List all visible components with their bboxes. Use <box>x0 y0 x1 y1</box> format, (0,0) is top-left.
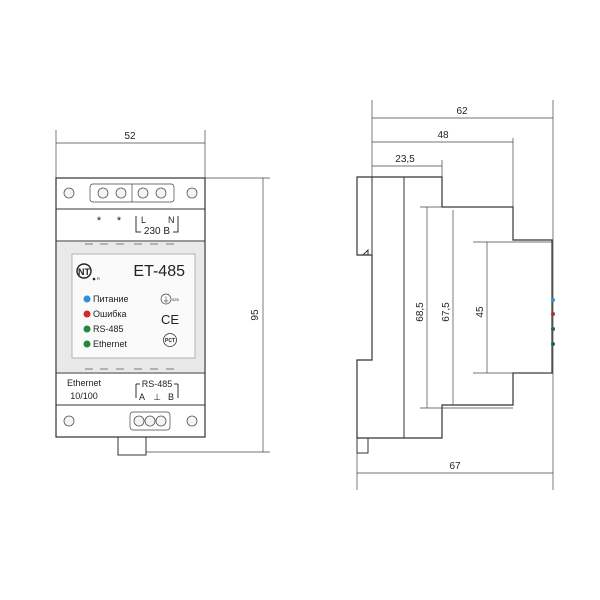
mount-screw-icon <box>63 187 75 199</box>
led-rs485 <box>83 325 91 333</box>
label-ethernet: Ethernet <box>67 378 102 388</box>
led-label: Питание <box>93 294 129 304</box>
led-ethernet <box>83 340 91 348</box>
svg-text:⏚: ⏚ <box>163 296 170 304</box>
vent-teeth <box>85 243 174 370</box>
led-side <box>551 298 555 302</box>
label-star: * <box>117 215 122 227</box>
front-view: 52 95 * * L N 230 B NT <box>55 130 270 456</box>
label-ground: ⊥ <box>153 392 161 402</box>
dim-label: 67 <box>449 461 461 472</box>
label-speed: 10/100 <box>70 391 98 401</box>
label-a: A <box>139 392 145 402</box>
led-side <box>551 342 555 346</box>
pct-mark-icon <box>163 333 177 347</box>
led-side <box>551 312 555 316</box>
logo-r: R <box>97 276 100 281</box>
led-label: Ethernet <box>93 339 128 349</box>
led-error <box>83 310 91 318</box>
label-voltage: 230 B <box>144 226 170 237</box>
terminal-screw-icon <box>97 187 109 199</box>
label-b: B <box>168 392 174 402</box>
led-label: Ошибка <box>93 309 127 319</box>
ground-class-icon <box>160 293 172 305</box>
ce-mark-icon: CE <box>161 312 179 327</box>
din-clip <box>117 437 147 456</box>
terminal-screw-icon <box>155 187 167 199</box>
dim-height-label: 95 <box>250 309 261 321</box>
led-list: Питание Ошибка RS-485 Ethernet <box>83 294 129 349</box>
front-panel <box>71 253 196 359</box>
terminal-block-bottom <box>129 411 171 431</box>
mount-screw-icon <box>186 187 198 199</box>
led-label: RS-485 <box>93 324 124 334</box>
mount-screw-icon <box>186 415 198 427</box>
class-label: 025 <box>172 297 179 302</box>
mount-screw-icon <box>63 415 75 427</box>
side-body <box>356 176 553 439</box>
terminal-screw-icon <box>137 187 149 199</box>
terminal-screw-icon <box>144 415 156 427</box>
side-view: 62 48 23,5 67 68,5 67,5 45 <box>356 100 555 490</box>
pct-mark-label: PCT <box>165 338 175 344</box>
label-n: N <box>168 215 175 225</box>
dim-label: 68,5 <box>415 302 426 322</box>
dim-label: 67,5 <box>441 302 452 322</box>
led-side <box>551 327 555 331</box>
terminal-screw-icon <box>133 415 145 427</box>
model-name: ET-485 <box>133 263 185 280</box>
led-power <box>83 295 91 303</box>
label-star: * <box>97 215 102 227</box>
terminal-screw-icon <box>155 415 167 427</box>
din-clip <box>356 437 369 454</box>
nt-logo: NT R <box>76 263 100 281</box>
dim-label: 23,5 <box>395 154 415 165</box>
dim-label: 48 <box>437 130 449 141</box>
logo-mark: NT <box>78 267 90 277</box>
dim-label: 62 <box>456 106 468 117</box>
dim-label: 45 <box>475 306 486 318</box>
label-l: L <box>141 215 146 225</box>
terminal-screw-icon <box>115 187 127 199</box>
label-rs485: RS-485 <box>142 379 173 389</box>
dim-width-label: 52 <box>124 131 136 142</box>
